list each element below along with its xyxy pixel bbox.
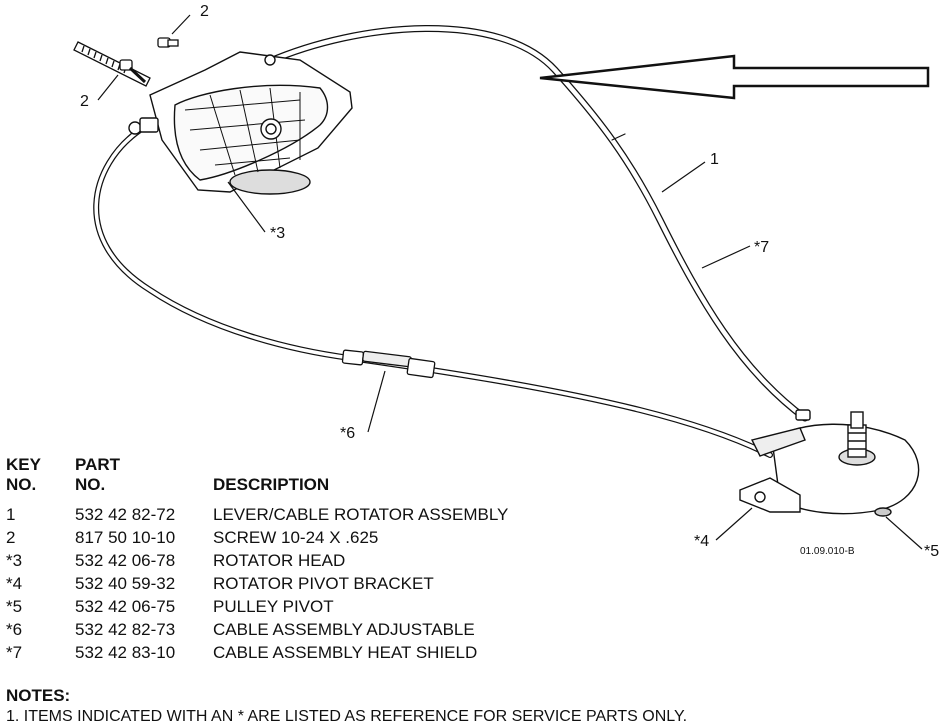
description-cell: ROTATOR HEAD [213,551,346,570]
part-cell: 532 42 06-75 [75,597,176,616]
callout-2-top: 2 [200,3,209,20]
upper-cable [264,25,809,422]
callout-1: 1 [710,151,719,168]
description-cell: SCREW 10-24 X .625 [213,528,379,547]
part-cell: 532 42 82-72 [75,505,176,524]
description-header: DESCRIPTION [213,475,330,494]
table-row: *7 532 42 83-10 CABLE ASSEMBLY HEAT SHIE… [6,641,508,664]
table-row: *5 532 42 06-75 PULLEY PIVOT [6,595,508,618]
table-row: *3 532 42 06-78 ROTATOR HEAD [6,549,508,572]
note-item: 1. ITEMS INDICATED WITH AN * ARE LISTED … [6,708,688,725]
callout-6: *6 [340,425,355,442]
key-cell: 2 [6,528,16,547]
part-header-line1: PART [75,455,121,474]
screw-upper [157,37,179,48]
table-row: *6 532 42 82-73 CABLE ASSEMBLY ADJUSTABL… [6,618,508,641]
part-cell: 532 42 83-10 [75,643,176,662]
callout-5: *5 [924,543,939,560]
key-cell: *6 [6,620,23,639]
screw-left [119,59,147,84]
rotator-head [128,51,353,195]
key-cell: *5 [6,597,23,616]
part-header-line2: NO. [75,475,106,494]
callout-2-left: 2 [80,93,89,110]
description-cell: PULLEY PIVOT [213,597,334,616]
callout-7: *7 [754,239,769,256]
pulley-pivot [838,411,892,517]
part-cell: 817 50 10-10 [75,528,176,547]
part-cell: 532 42 06-78 [75,551,176,570]
description-cell: CABLE ASSEMBLY ADJUSTABLE [213,620,475,639]
key-cell: *3 [6,551,23,570]
table-row: 2 817 50 10-10 SCREW 10-24 X .625 [6,526,508,549]
callout-3: *3 [270,225,285,242]
description-cell: ROTATOR PIVOT BRACKET [213,574,434,593]
key-cell: *4 [6,574,23,593]
part-cell: 532 40 59-32 [75,574,176,593]
description-cell: CABLE ASSEMBLY HEAT SHIELD [213,643,478,662]
key-header-line2: NO. [6,475,37,494]
part-cell: 532 42 82-73 [75,620,176,639]
key-header-line1: KEY [6,455,41,474]
description-cell: LEVER/CABLE ROTATOR ASSEMBLY [213,505,509,524]
parts-table: 1 532 42 82-72 LEVER/CABLE ROTATOR ASSEM… [6,503,508,664]
threaded-rod [73,41,151,87]
figure-code: 01.09.010-B [800,546,855,557]
callout-4: *4 [694,533,709,550]
pivot-bracket [739,409,920,515]
key-cell: 1 [6,505,16,524]
table-row: *4 532 40 59-32 ROTATOR PIVOT BRACKET [6,572,508,595]
notes-title: NOTES: [6,686,71,705]
arrow-annotation [539,54,930,100]
key-cell: *7 [6,643,23,662]
leader-lines [97,14,923,550]
table-row: 1 532 42 82-72 LEVER/CABLE ROTATOR ASSEM… [6,503,508,526]
cable-adjuster-sleeve [341,349,436,379]
